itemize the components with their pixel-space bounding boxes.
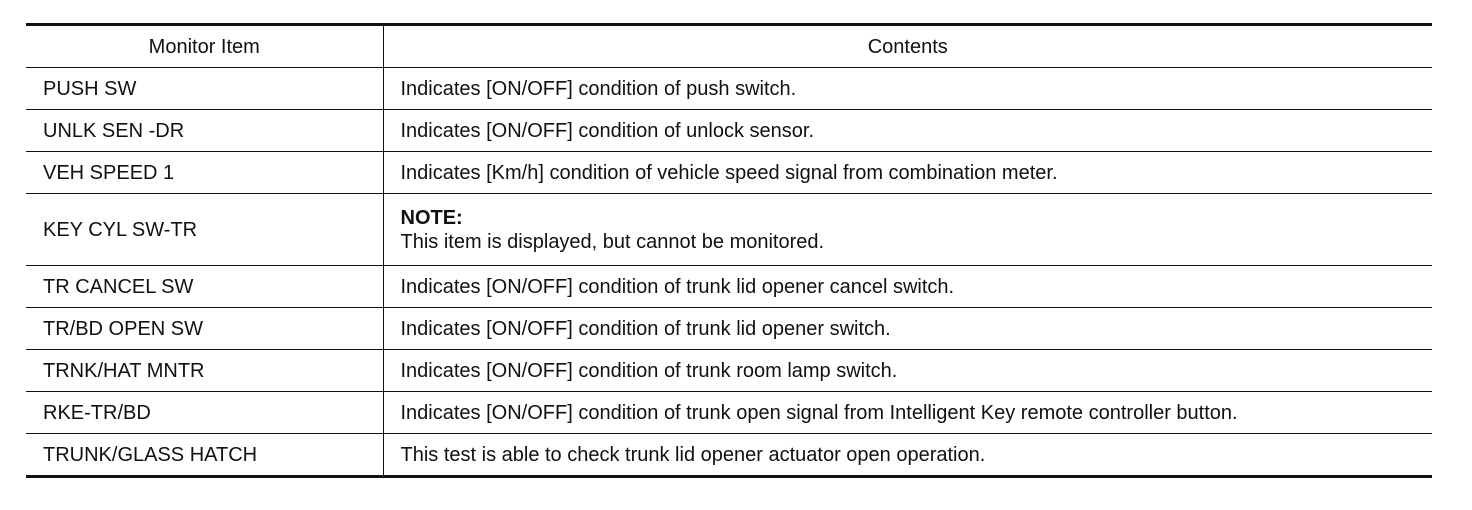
column-header-contents: Contents bbox=[867, 35, 948, 58]
monitor-item-cell: TR/BD OPEN SW bbox=[26, 307, 384, 350]
table-header-row: Monitor Item Contents bbox=[26, 24, 1432, 68]
monitor-item-cell: TRUNK/GLASS HATCH bbox=[26, 433, 384, 477]
contents-cell: Indicates [ON/OFF] condition of push swi… bbox=[383, 67, 1432, 110]
monitor-item-cell: KEY CYL SW-TR bbox=[26, 193, 384, 266]
contents-cell: Indicates [Km/h] condition of vehicle sp… bbox=[383, 151, 1432, 194]
contents-cell: This test is able to check trunk lid ope… bbox=[383, 433, 1432, 477]
monitor-item-cell: TRNK/HAT MNTR bbox=[26, 349, 384, 392]
column-header-monitor-item: Monitor Item bbox=[26, 24, 384, 68]
table-row: TR CANCEL SW Indicates [ON/OFF] conditio… bbox=[26, 265, 1432, 308]
table-row: RKE-TR/BD Indicates [ON/OFF] condition o… bbox=[26, 391, 1432, 434]
monitor-item-table: Monitor Item Contents PUSH SW Indicates … bbox=[26, 23, 1432, 478]
monitor-item-cell: UNLK SEN -DR bbox=[26, 109, 384, 152]
contents-cell: Indicates [ON/OFF] condition of trunk li… bbox=[383, 265, 1432, 308]
table-row: TRNK/HAT MNTR Indicates [ON/OFF] conditi… bbox=[26, 349, 1432, 392]
table-row: VEH SPEED 1 Indicates [Km/h] condition o… bbox=[26, 151, 1432, 194]
table-row: TRUNK/GLASS HATCH This test is able to c… bbox=[26, 433, 1432, 477]
table-row: TR/BD OPEN SW Indicates [ON/OFF] conditi… bbox=[26, 307, 1432, 350]
contents-cell: Indicates [ON/OFF] condition of trunk ro… bbox=[383, 349, 1432, 392]
monitor-item-cell: TR CANCEL SW bbox=[26, 265, 384, 308]
contents-cell: Indicates [ON/OFF] condition of unlock s… bbox=[383, 109, 1432, 152]
note-label: NOTE: bbox=[400, 206, 463, 229]
monitor-item-cell: PUSH SW bbox=[26, 67, 384, 110]
contents-cell: Indicates [ON/OFF] condition of trunk op… bbox=[383, 391, 1432, 434]
table-row: KEY CYL SW-TR NOTE: This item is display… bbox=[26, 193, 1432, 266]
table-row: UNLK SEN -DR Indicates [ON/OFF] conditio… bbox=[26, 109, 1432, 152]
monitor-item-cell: RKE-TR/BD bbox=[26, 391, 384, 434]
contents-cell: Indicates [ON/OFF] condition of trunk li… bbox=[383, 307, 1432, 350]
contents-cell: NOTE: This item is displayed, but cannot… bbox=[383, 193, 1432, 266]
table-row: PUSH SW Indicates [ON/OFF] condition of … bbox=[26, 67, 1432, 110]
note-text: This item is displayed, but cannot be mo… bbox=[400, 230, 825, 253]
monitor-item-cell: VEH SPEED 1 bbox=[26, 151, 384, 194]
